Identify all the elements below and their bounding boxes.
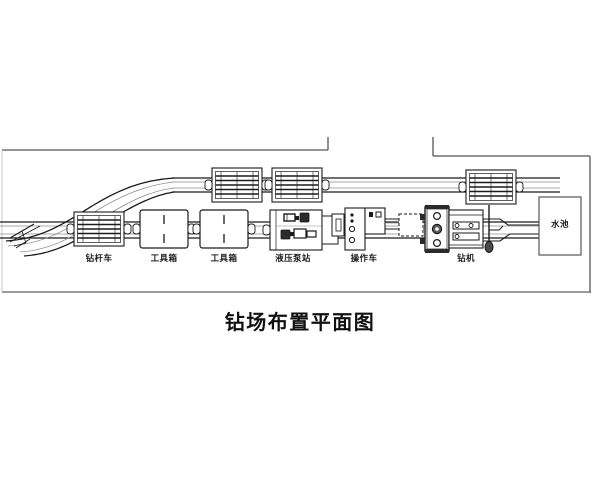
drill-pipe-cart-upper-1[interactable]	[204, 167, 270, 203]
drawing-title: 钻场布置平面图	[224, 310, 376, 334]
equipment-label-drilling-rig: 钻机	[457, 254, 475, 264]
equipment-label-drill-pipe-cart: 钻杆车	[85, 254, 113, 264]
water-pool-label: 水池	[550, 220, 569, 230]
equipment-label-operation-vehicle: 操作车	[350, 254, 378, 264]
toolbox-1[interactable]	[132, 209, 196, 249]
equipment-label-toolbox-2: 工具箱	[210, 254, 238, 264]
water-pool[interactable]	[538, 196, 582, 256]
track-switch-turnout[interactable]	[9, 223, 41, 249]
operation-vehicle[interactable]	[331, 207, 424, 251]
drilling-rig[interactable]	[420, 205, 560, 253]
drill-pipe-cart-upper-2[interactable]	[264, 167, 330, 203]
toolbox-2[interactable]	[192, 209, 256, 249]
roadway-outline	[1, 137, 591, 293]
drill-pipe-cart-upper-3[interactable]	[458, 169, 524, 205]
equipment-label-hydraulic-pump-station: 液压泵站	[275, 254, 311, 264]
drill-pipe-cart-lower[interactable]	[66, 211, 132, 247]
equipment-label-toolbox-1: 工具箱	[150, 254, 178, 264]
hydraulic-pump-station[interactable]	[262, 209, 339, 251]
